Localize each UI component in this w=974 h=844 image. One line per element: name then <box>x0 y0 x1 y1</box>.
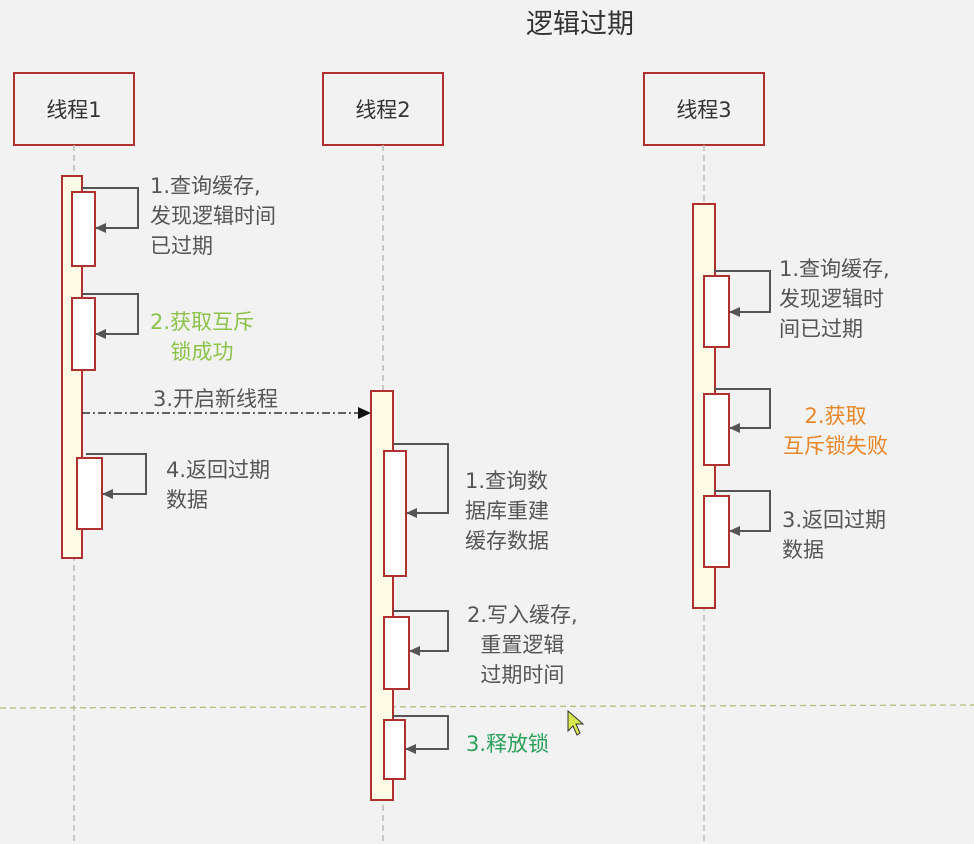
self-call-thread3-step3 <box>703 490 771 568</box>
self-call-thread2-step1 <box>383 443 449 577</box>
thread2-step1-label: 1.查询数 据库重建 缓存数据 <box>465 469 549 553</box>
thread1-step3-label: 3.开启新线程 <box>153 387 279 411</box>
participant-thread1: 线程1 <box>13 72 135 146</box>
self-call-thread3-step2 <box>703 388 771 466</box>
mouse-cursor-icon <box>567 709 585 736</box>
diagram-title: 逻辑过期 <box>526 9 634 40</box>
participant-thread3: 线程3 <box>643 72 765 146</box>
thread1-step2-label: 2.获取互斥 锁成功 <box>150 310 255 364</box>
participant-thread2: 线程2 <box>322 72 444 146</box>
self-call-thread3-step1 <box>703 270 771 348</box>
thread3-step1-label: 1.查询缓存, 发现逻辑时 间已过期 <box>779 257 890 341</box>
thread2-step3-label: 3.释放锁 <box>466 732 550 756</box>
self-call-thread1-step2 <box>71 293 139 371</box>
thread1-step4-label: 4.返回过期 数据 <box>166 458 271 512</box>
thread3-step2-label: 2.获取 互斥锁失败 <box>783 404 888 458</box>
thread2-step2-label: 2.写入缓存, 重置逻辑 过期时间 <box>467 603 578 687</box>
self-call-thread1-step1 <box>71 187 139 267</box>
participant-thread1-label: 线程1 <box>46 98 101 122</box>
separator-line <box>0 704 974 709</box>
self-call-thread2-step2 <box>383 610 449 690</box>
self-call-thread1-step4 <box>76 453 147 530</box>
participant-thread2-label: 线程2 <box>355 98 410 122</box>
thread1-step1-label: 1.查询缓存, 发现逻辑时间 已过期 <box>150 174 276 258</box>
thread3-step3-label: 3.返回过期 数据 <box>782 508 887 562</box>
participant-thread3-label: 线程3 <box>676 98 731 122</box>
self-call-thread2-step3 <box>383 715 449 780</box>
